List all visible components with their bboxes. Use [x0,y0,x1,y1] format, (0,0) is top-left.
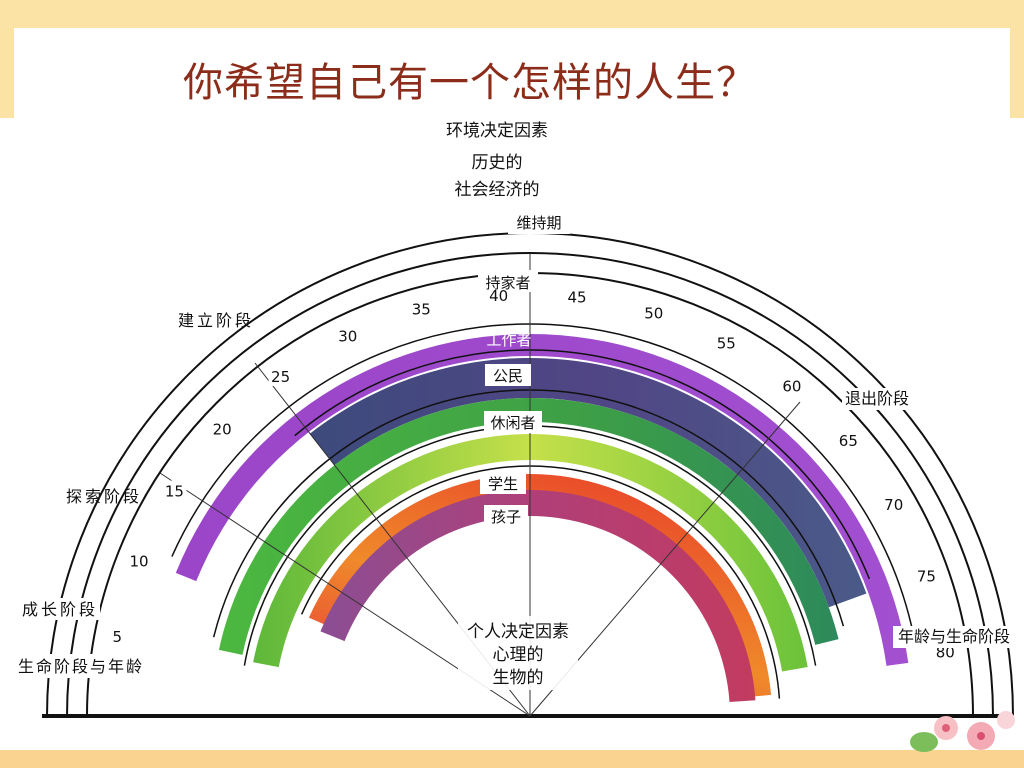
label-bg-life-stage-age [10,654,152,678]
label-socioeconomic: 社会经济的 [455,180,540,200]
band-citizen [218,398,839,655]
label-psychological: 心理的 [493,645,544,665]
band-leisurite [253,434,808,672]
role-label-leisurite: 休闲者 [490,414,535,432]
age-tick-bg [836,430,861,451]
role-bands [171,323,915,703]
age-tick-label: 50 [644,305,663,323]
age-tick-label: 60 [782,378,801,396]
age-tick-bg [714,332,739,353]
age-tick-bg [409,298,434,319]
role-label-child: 孩子 [491,508,521,526]
age-tick-label: 15 [165,483,184,501]
label-life-stage-age: 生命阶段与年龄 [18,657,144,676]
role-label-worker: 工作者 [486,331,531,349]
age-tick-label: 5 [113,628,123,646]
band-worker [309,358,867,608]
age-tick-bg [779,375,804,396]
label-bg-center [458,616,578,690]
outline-citizen [212,389,845,638]
age-tick-label: 70 [884,496,903,514]
right-border [1010,28,1024,118]
label-personal-determinants: 个人决定因素 [467,622,569,642]
age-tick-label: 40 [489,287,508,305]
age-tick-bg [881,494,906,514]
flower-center-1 [942,724,950,732]
leaf-shape [910,732,938,752]
label-growth-stage: 成长阶段 [22,600,98,619]
label-exploration-stage: 探索阶段 [66,487,142,506]
bottom-border [0,750,1024,768]
role-label-citizen: 公民 [493,367,523,385]
age-tick-label: 20 [213,420,232,438]
label-establishment-stage: 建立阶段 [178,311,254,330]
label-environment: 环境决定因素 [446,121,548,141]
left-border [0,28,14,118]
age-tick-bg [914,565,939,586]
label-age-life-stage: 年龄与生命阶段 [898,627,1010,646]
outline-student [300,465,781,699]
age-tick-label: 30 [338,328,357,346]
age-tick-label: 75 [917,567,936,585]
flower-decoration [910,711,1015,752]
age-tick-bg [105,625,130,646]
outline-homemaker [171,323,915,635]
top-border [0,0,1024,28]
label-bg-citizen [485,364,531,386]
band-child [320,490,756,703]
age-tick-label: 55 [717,335,736,353]
label-historical: 历史的 [472,153,523,173]
label-maintenance: 维持期 [516,214,561,232]
age-tick-label: 65 [839,432,858,450]
age-tick-bg [268,366,293,387]
label-bg-child [484,505,528,527]
outline-worker [294,349,871,580]
age-tick-bg [486,285,511,306]
label-bg-decline [842,388,914,410]
role-label-student: 学生 [488,475,518,493]
label-bg-student [480,472,526,494]
age-tick-label: 45 [567,289,586,307]
age-tick-bg [210,418,235,439]
age-tick-bg [565,286,590,307]
label-decline-stage: 退出阶段 [845,389,909,408]
label-bg-growth [18,598,100,620]
age-tick-bg [335,325,360,346]
age-tick-label: 25 [271,368,290,386]
role-label-homemaker: 持家者 [485,274,530,292]
age-tick-bg [162,480,187,501]
flower-shape-3 [997,711,1015,729]
age-tick-bg [641,302,666,323]
age-tick-label: 10 [129,553,148,571]
label-bg-maintenance [508,212,570,234]
age-tick-label: 35 [412,300,431,318]
flower-center-2 [977,732,985,740]
label-bg-leisurite [484,411,542,433]
label-bg-age-life-stage [893,626,1015,648]
label-biological: 生物的 [493,668,544,688]
slide-title: 你希望自己有一个怎样的人生？ [183,60,757,106]
age-tick-bg [127,550,152,571]
